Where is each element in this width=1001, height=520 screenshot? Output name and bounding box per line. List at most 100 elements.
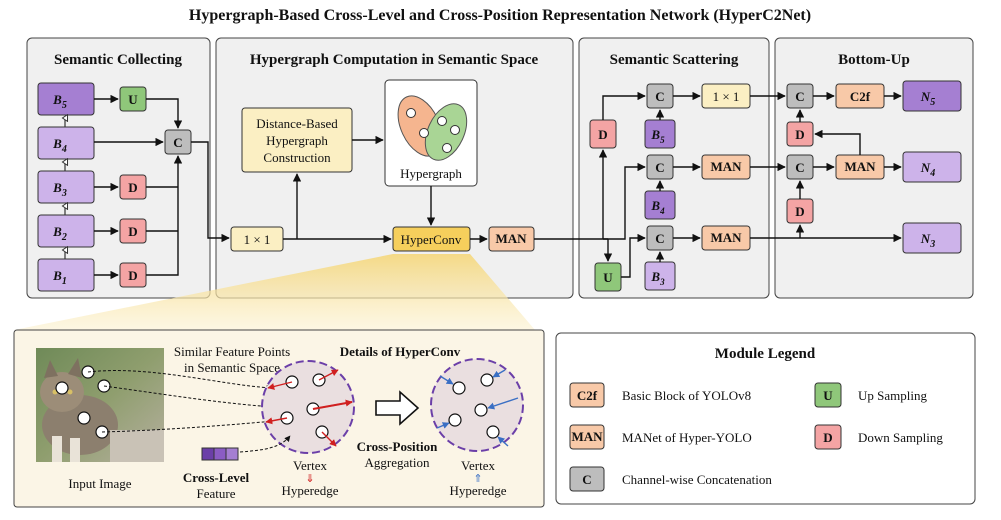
legend-item-man: MAN MANet of Hyper-YOLO	[569, 424, 752, 450]
svg-text:U: U	[823, 388, 833, 403]
backbone-feature-b4: B4	[37, 126, 95, 160]
diagram-title: Hypergraph-Based Cross-Level and Cross-P…	[189, 7, 811, 24]
legend-panel	[555, 332, 976, 505]
svg-text:B4: B4	[650, 198, 665, 216]
hyperedge-before	[261, 360, 355, 454]
svg-text:Hypergraph: Hypergraph	[266, 133, 328, 148]
collect-wires	[94, 94, 230, 280]
backbone-feature-b3: B3	[37, 170, 95, 204]
svg-text:B5: B5	[52, 92, 67, 111]
svg-text:C: C	[655, 160, 664, 175]
svg-text:Up Sampling: Up Sampling	[858, 388, 927, 403]
legend-title: Module Legend	[715, 346, 816, 362]
svg-text:Down Sampling: Down Sampling	[858, 430, 943, 445]
legend-item-down-sampling: D Down Sampling	[814, 424, 943, 450]
hyperconv-block: HyperConv	[392, 226, 471, 252]
bottomup-concat-c4: C	[786, 154, 814, 180]
input-image-label: Input Image	[68, 476, 131, 491]
svg-text:C: C	[582, 472, 591, 487]
svg-text:Construction: Construction	[263, 150, 331, 165]
svg-text:HyperConv: HyperConv	[401, 232, 462, 247]
legend-item-concat: C Channel-wise Concatenation	[569, 466, 772, 492]
svg-text:C: C	[795, 89, 804, 104]
panel-title-hypergraph-computation: Hypergraph Computation in Semantic Space	[250, 52, 539, 68]
scatter-feature-b5: B5	[644, 119, 676, 149]
distance-based-hypergraph-construction: Distance-Based Hypergraph Construction	[241, 107, 353, 173]
svg-text:Hypergraph: Hypergraph	[400, 166, 462, 181]
scatter-concat-c4: C	[646, 154, 674, 180]
similar-points-label-1: Similar Feature Points	[174, 344, 290, 359]
legend-item-up-sampling: U Up Sampling	[814, 382, 927, 408]
conv-1x1-input: 1 × 1	[230, 226, 284, 252]
collect-downsample-d1: D	[119, 262, 147, 288]
svg-text:U: U	[603, 270, 613, 285]
bottomup-c2f: C2f	[835, 83, 885, 109]
vertex-label-left: Vertex	[293, 458, 327, 473]
svg-text:D: D	[128, 268, 137, 283]
bottomup-downsample-d-lower: D	[786, 198, 814, 224]
scatter-concat-c5: C	[646, 83, 674, 109]
down-arrow-glyph: ⇓	[305, 473, 314, 485]
cross-position-label-1: Cross-Position	[357, 439, 438, 454]
svg-text:Basic Block of YOLOv8: Basic Block of YOLOv8	[622, 388, 751, 403]
svg-text:B1: B1	[52, 268, 67, 287]
svg-text:B3: B3	[650, 269, 665, 287]
cross-level-label-1: Cross-Level	[183, 470, 250, 485]
details-title: Details of HyperConv	[340, 344, 461, 359]
svg-text:D: D	[128, 180, 137, 195]
aggregation-arrow-icon	[375, 390, 420, 426]
cross-level-label-2: Feature	[197, 486, 236, 501]
backbone-feature-b2: B2	[37, 214, 95, 248]
svg-text:U: U	[128, 92, 138, 107]
hypergraph-wires	[283, 135, 488, 244]
collect-concat-c: C	[164, 129, 192, 155]
bottomup-downsample-d-upper: D	[786, 121, 814, 147]
svg-text:MAN: MAN	[844, 159, 876, 174]
collect-downsample-d2: D	[119, 218, 147, 244]
output-n3: N3	[902, 222, 962, 254]
hyperedge-label-right: Hyperedge	[449, 483, 506, 498]
scatter-concat-c3: C	[646, 225, 674, 251]
svg-text:MAN: MAN	[571, 429, 603, 444]
bottomup-concat-c5: C	[786, 83, 814, 109]
svg-text:1 × 1: 1 × 1	[713, 89, 740, 104]
legend-item-c2f: C2f Basic Block of YOLOv8	[569, 382, 751, 408]
svg-text:MANet of Hyper-YOLO: MANet of Hyper-YOLO	[622, 430, 752, 445]
similar-points-label-2: in Semantic Space	[184, 360, 280, 375]
svg-text:N3: N3	[920, 231, 935, 250]
scatter-upsample-u: U	[594, 262, 622, 292]
svg-text:Distance-Based: Distance-Based	[256, 116, 338, 131]
svg-text:MAN: MAN	[710, 230, 742, 245]
collect-upsample-u: U	[119, 86, 147, 112]
hyperconv-zoom-beam	[14, 254, 535, 330]
up-arrow-glyph: ⇑	[473, 473, 482, 485]
svg-text:MAN: MAN	[495, 231, 527, 246]
panel-title-semantic-scattering: Semantic Scattering	[610, 52, 739, 68]
vertex-label-right: Vertex	[461, 458, 495, 473]
cross-level-feature-strip	[201, 435, 291, 461]
scatter-man-3: MAN	[701, 225, 751, 251]
svg-text:B4: B4	[52, 136, 67, 155]
svg-text:C2f: C2f	[850, 89, 871, 104]
svg-text:D: D	[598, 127, 607, 142]
svg-text:1 × 1: 1 × 1	[244, 232, 271, 247]
svg-text:Channel-wise Concatenation: Channel-wise Concatenation	[622, 472, 772, 487]
panel-title-semantic-collecting: Semantic Collecting	[54, 52, 182, 68]
output-n5: N5	[902, 80, 962, 112]
svg-text:B5: B5	[650, 127, 665, 145]
hypergraph-man: MAN	[488, 226, 535, 252]
backbone-feature-b5: B5	[37, 82, 95, 116]
svg-text:MAN: MAN	[710, 159, 742, 174]
svg-text:B3: B3	[52, 180, 67, 199]
scatter-feature-b4: B4	[644, 190, 676, 220]
svg-text:C: C	[173, 135, 182, 150]
svg-text:D: D	[128, 224, 137, 239]
svg-text:B2: B2	[52, 224, 67, 243]
scatter-feature-b3: B3	[644, 261, 676, 291]
collect-downsample-d3: D	[119, 174, 147, 200]
svg-text:C: C	[655, 231, 664, 246]
scatter-conv-1x1: 1 × 1	[701, 83, 751, 109]
svg-text:N4: N4	[920, 160, 935, 179]
scatter-man-4: MAN	[701, 154, 751, 180]
